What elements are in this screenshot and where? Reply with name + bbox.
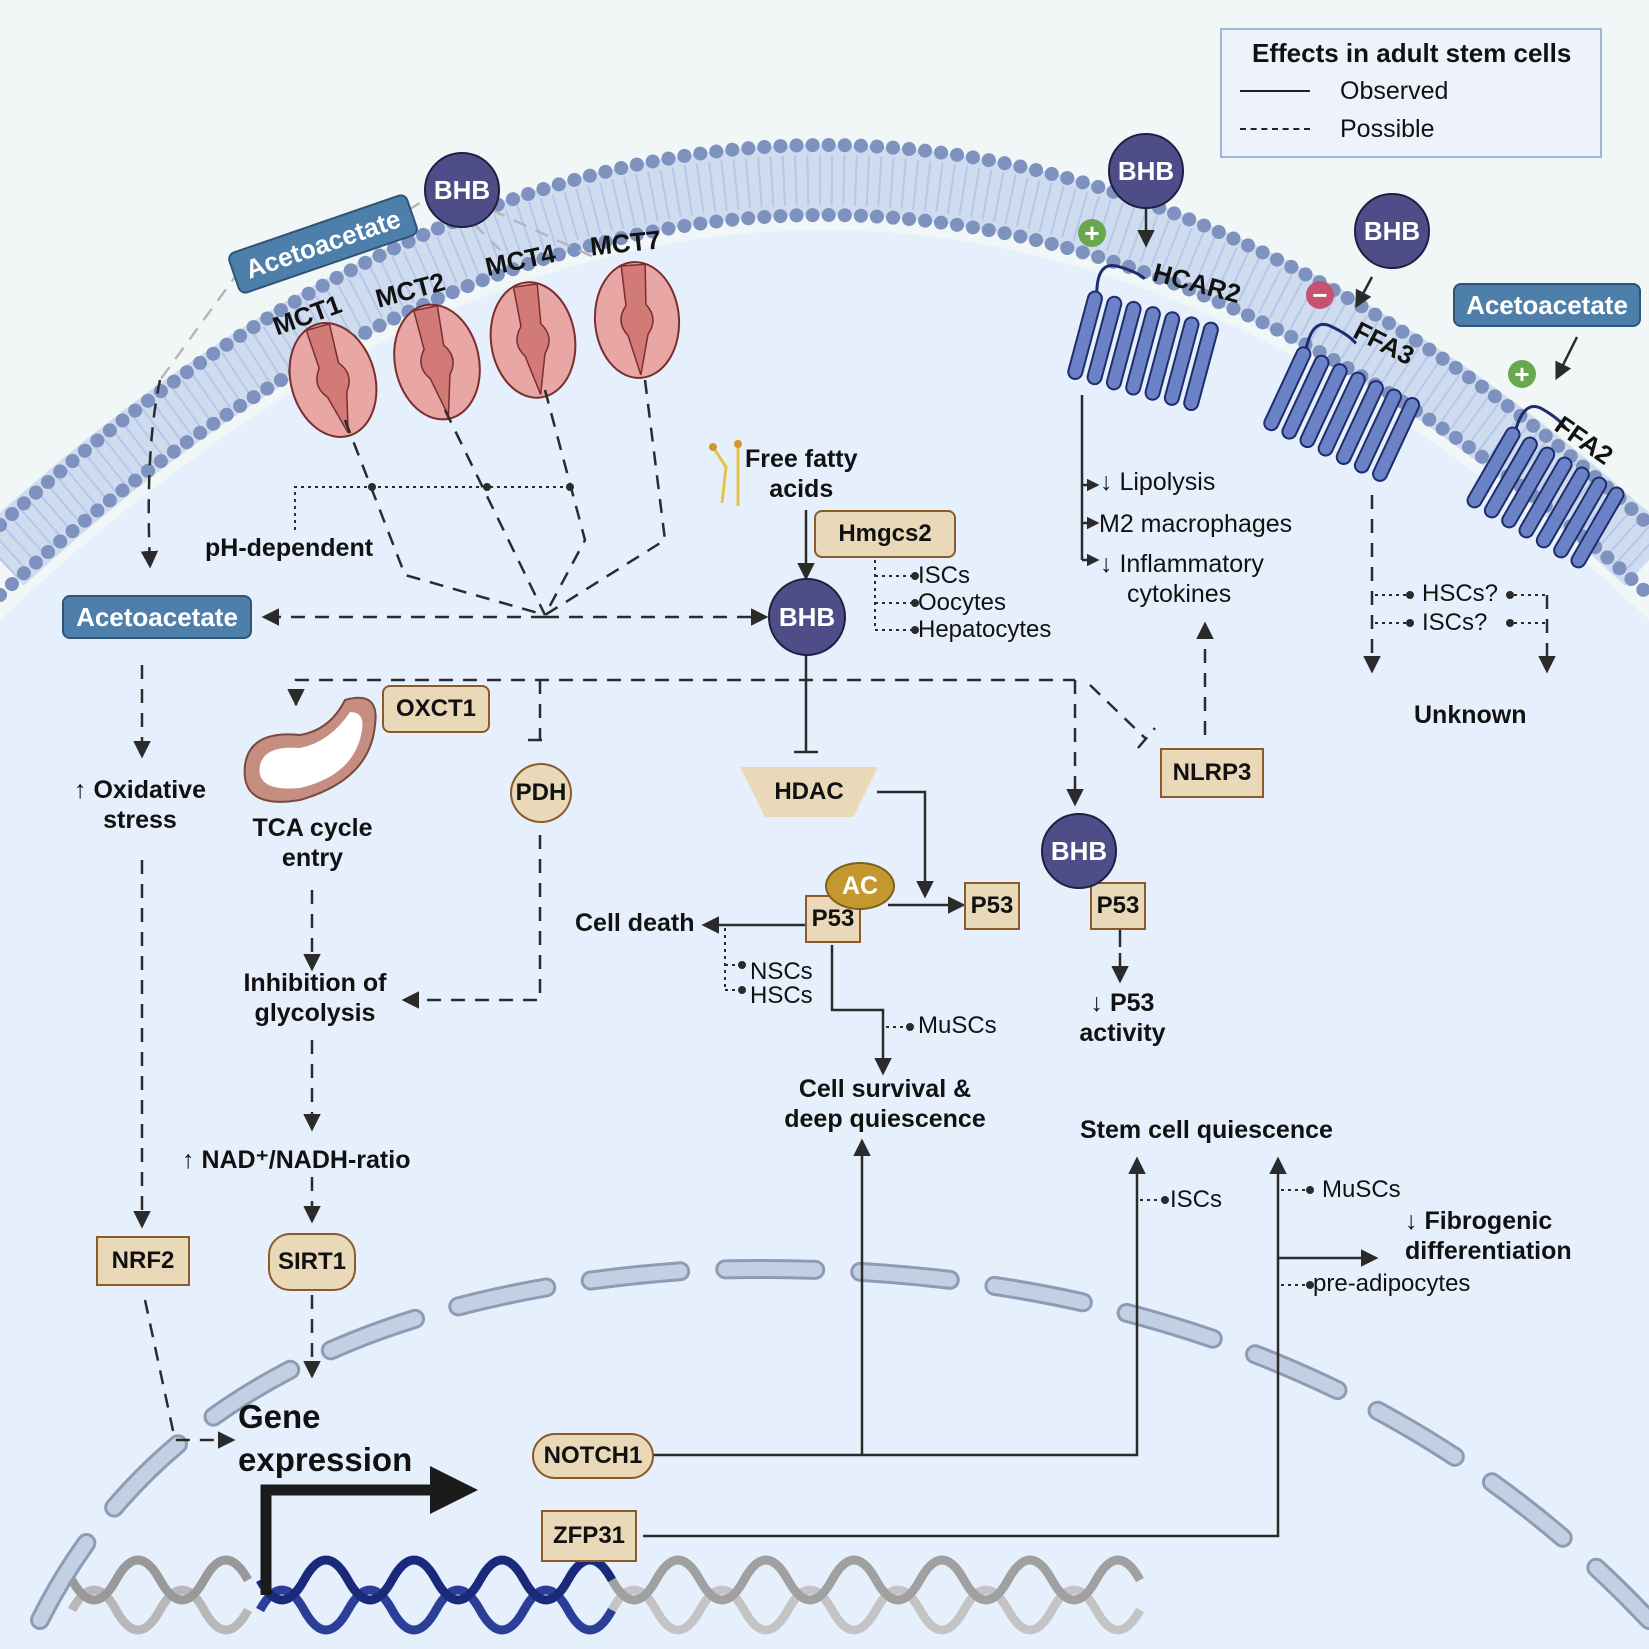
- hmgcs2-cell-hepatocytes: Hepatocytes: [918, 616, 1052, 643]
- p53-activity-line1: ↓ P53: [1090, 989, 1155, 1017]
- fibrogenic-line2: differentiation: [1405, 1237, 1572, 1265]
- plus-icon-ffa2: +: [1508, 360, 1536, 388]
- sirt1-protein: SIRT1: [268, 1233, 356, 1291]
- hcar2-receptor: [1067, 263, 1219, 412]
- inhibition-glycolysis-line1: Inhibition of: [243, 969, 387, 997]
- bhb-p53-bound: BHB: [1041, 813, 1117, 889]
- hdac-enzyme: HDAC: [740, 767, 878, 817]
- minus-icon-ffa3: −: [1306, 281, 1334, 309]
- tca-cycle-label: TCA cycle entry: [240, 813, 385, 873]
- free-fatty-acids-line1: Free fatty: [745, 445, 858, 473]
- fatty-acid-icon: [709, 440, 742, 506]
- gene-expression-label: Gene expression: [238, 1396, 412, 1482]
- free-fatty-acids-line2: acids: [769, 475, 834, 503]
- oxidative-stress-label: ↑ Oxidative stress: [70, 775, 210, 835]
- nad-ratio-label: ↑ NAD⁺/NADH-ratio: [182, 1146, 411, 1174]
- pdh-enzyme: PDH: [510, 763, 572, 823]
- stem-cell-quiescence-label: Stem cell quiescence: [1080, 1116, 1333, 1144]
- ph-dependent-label: pH-dependent: [205, 534, 374, 562]
- cell-survival-line2: deep quiescence: [784, 1105, 986, 1133]
- quiescence-iscs: ISCs: [1170, 1186, 1223, 1213]
- acetyl-group-ac: AC: [825, 862, 895, 910]
- hmgcs2-enzyme: Hmgcs2: [814, 510, 956, 558]
- legend-observed-label: Observed: [1340, 77, 1449, 105]
- legend-dashed-line: [1240, 128, 1310, 130]
- p53-bhb-bound: P53: [1090, 882, 1146, 930]
- ffa3-receptor: [1263, 322, 1421, 482]
- p53-activity-line2: activity: [1079, 1019, 1166, 1047]
- legend-possible-label: Possible: [1340, 115, 1435, 143]
- effect-inflammatory: ↓ Inflammatory: [1100, 550, 1264, 578]
- legend: Effects in adult stem cells Observed Pos…: [1220, 28, 1602, 158]
- survival-muscs: MuSCs: [918, 1012, 997, 1039]
- effect-m2-macrophages: M2 macrophages: [1099, 510, 1293, 538]
- hmgcs2-cell-iscs: ISCs: [918, 562, 971, 589]
- oxidative-stress-line2: stress: [103, 806, 177, 834]
- p53-deacetylated: P53: [964, 882, 1020, 930]
- cell-death-nscs: NSCs: [750, 958, 813, 985]
- legend-title: Effects in adult stem cells: [1252, 38, 1572, 68]
- quiescence-muscs: MuSCs: [1322, 1176, 1401, 1203]
- fibrogenic-label: ↓ Fibrogenic differentiation: [1405, 1206, 1572, 1266]
- connectors: [133, 188, 1579, 1538]
- bhb-intracellular: BHB: [768, 578, 846, 656]
- gene-expression-line1: Gene: [238, 1398, 321, 1435]
- free-fatty-acids-label: Free fatty acids: [745, 444, 858, 504]
- cell-death-hscs: HSCs: [750, 982, 813, 1009]
- unknown-label: Unknown: [1414, 701, 1527, 729]
- cell-survival-label: Cell survival & deep quiescence: [775, 1074, 995, 1134]
- mitochondrion-icon: [243, 696, 377, 803]
- unknown-iscs: ISCs?: [1422, 609, 1488, 636]
- hmgcs2-cell-oocytes: Oocytes: [918, 589, 1007, 616]
- cell-survival-line1: Cell survival &: [798, 1075, 972, 1103]
- tca-cycle-line2: entry: [281, 844, 344, 872]
- acetoacetate-extracellular-right: Acetoacetate: [1453, 283, 1641, 327]
- tca-cycle-line1: TCA cycle: [252, 814, 373, 842]
- notch1-protein: NOTCH1: [532, 1433, 654, 1479]
- inhibition-glycolysis-label: Inhibition of glycolysis: [230, 968, 400, 1028]
- effect-lipolysis: ↓ Lipolysis: [1100, 468, 1216, 496]
- ffa2-receptor: [1466, 405, 1625, 569]
- nlrp3-inflammasome: NLRP3: [1160, 748, 1264, 798]
- inhibition-glycolysis-line2: glycolysis: [254, 999, 376, 1027]
- p53-activity-label: ↓ P53 activity: [1070, 988, 1175, 1048]
- fibrogenic-line1: ↓ Fibrogenic: [1405, 1207, 1553, 1235]
- bhb-ffa3-ligand: BHB: [1354, 193, 1430, 269]
- zfp31-protein: ZFP31: [541, 1510, 637, 1562]
- effect-cytokines: cytokines: [1127, 580, 1232, 608]
- oxct1-enzyme: OXCT1: [382, 685, 490, 733]
- unknown-hscs: HSCs?: [1422, 580, 1499, 607]
- legend-solid-line: [1240, 90, 1310, 92]
- bhb-extracellular-left: BHB: [424, 152, 500, 228]
- bhb-hcar2-ligand: BHB: [1108, 133, 1184, 209]
- dna-helix: [68, 1555, 1144, 1635]
- oxidative-stress-line1: ↑ Oxidative: [74, 776, 206, 804]
- nrf2-protein: NRF2: [96, 1236, 190, 1286]
- plus-icon-hcar2: +: [1078, 219, 1106, 247]
- gene-expression-line2: expression: [238, 1440, 413, 1478]
- pre-adipocytes-label: pre-adipocytes: [1313, 1270, 1471, 1297]
- acetoacetate-intracellular: Acetoacetate: [62, 595, 252, 639]
- cell-death-label: Cell death: [575, 909, 695, 937]
- transcription-start-arrow: [260, 1484, 430, 1595]
